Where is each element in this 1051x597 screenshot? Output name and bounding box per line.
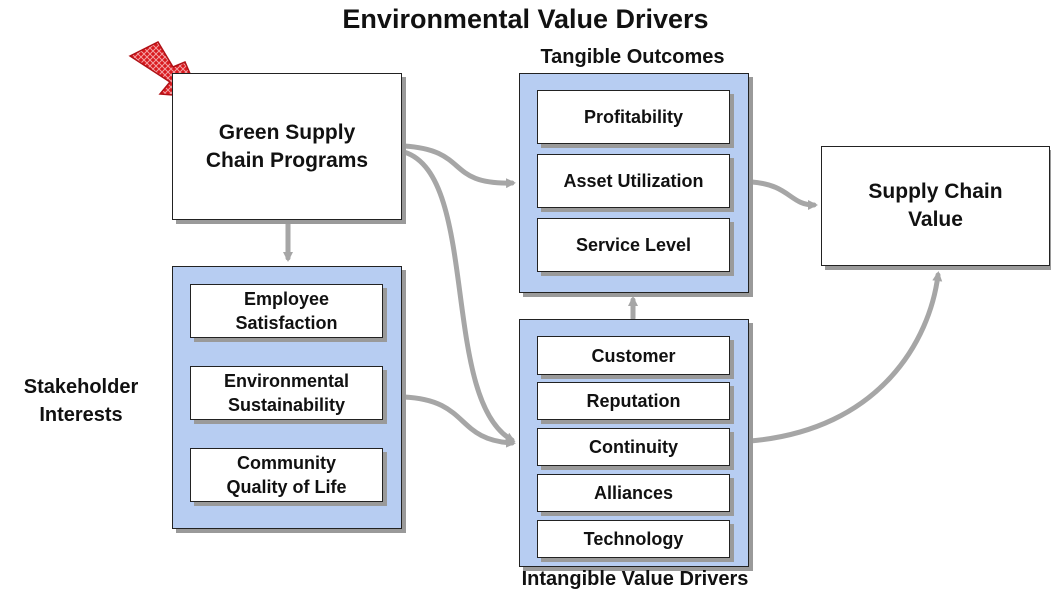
- connector-asset-to-value: [749, 179, 818, 210]
- stakeholder-heading-line2: Interests: [39, 404, 123, 426]
- connector-sustainability-to-intangible: [401, 394, 516, 448]
- stakeholder-item-line2: Sustainability: [227, 395, 346, 415]
- stakeholder-item-line1: Employee: [243, 289, 330, 309]
- value-label-line1: Supply Chain: [868, 180, 1003, 203]
- tangible-item-profitability: Profitability: [537, 90, 730, 144]
- green-supply-chain-programs-box: Green Supply Chain Programs: [172, 73, 402, 220]
- intangible-item-technology: Technology: [537, 520, 730, 558]
- stakeholder-heading-line1: Stakeholder: [23, 376, 139, 398]
- connector-programs-to-tangible: [401, 143, 516, 189]
- intangible-item-alliances: Alliances: [537, 474, 730, 512]
- tangible-item-service-level: Service Level: [537, 218, 730, 272]
- stakeholder-item-employee-satisfaction: Employee Satisfaction: [190, 284, 383, 338]
- intangible-item-continuity: Continuity: [537, 428, 730, 466]
- intangible-item-reputation: Reputation: [537, 382, 730, 420]
- supply-chain-value-box: Supply Chain Value: [821, 146, 1050, 266]
- tangible-outcomes-heading: Tangible Outcomes: [540, 46, 725, 68]
- programs-label-line2: Chain Programs: [205, 148, 369, 172]
- connector-programs-to-intangible: [401, 149, 516, 443]
- stakeholder-item-environmental-sustainability: Environmental Sustainability: [190, 366, 383, 420]
- value-label-line2: Value: [908, 208, 963, 231]
- stakeholder-item-community-quality-of-life: Community Quality of Life: [190, 448, 383, 502]
- connector-continuity-to-value: [747, 271, 943, 444]
- stakeholder-interests-heading: Stakeholder Interests: [6, 373, 156, 429]
- stakeholder-item-line2: Quality of Life: [226, 477, 347, 497]
- intangible-value-drivers-heading: Intangible Value Drivers: [521, 568, 749, 590]
- stakeholder-item-line1: Environmental: [223, 371, 350, 391]
- diagram-title: Environmental Value Drivers: [342, 4, 709, 34]
- stakeholder-item-line1: Community: [237, 453, 336, 473]
- programs-label-line1: Green Supply: [218, 120, 356, 144]
- stakeholder-item-line2: Satisfaction: [235, 313, 338, 333]
- intangible-item-customer: Customer: [537, 336, 730, 375]
- tangible-item-asset-utilization: Asset Utilization: [537, 154, 730, 208]
